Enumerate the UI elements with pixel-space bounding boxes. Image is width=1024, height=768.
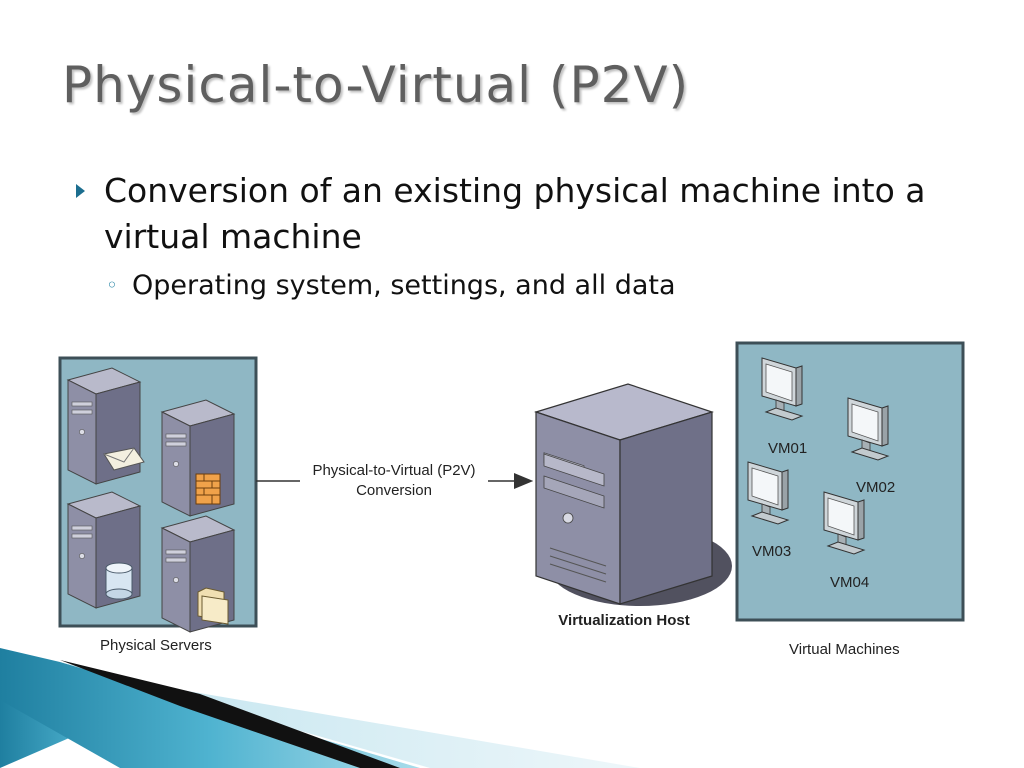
arrow-label-line2: Conversion [356,482,432,499]
sub-bullet-text: Operating system, settings, and all data [132,270,676,301]
p2v-diagram: Physical Servers Physical-to-Virtual (P2… [0,341,965,768]
sub-bullet-item: ◦ Operating system, settings, and all da… [72,268,952,304]
arrow-label-line1: Physical-to-Virtual (P2V) [312,462,475,479]
decorative-wave [0,648,640,768]
vm-label: VM03 [752,543,791,560]
bullet-list: Conversion of an existing physical machi… [72,168,952,304]
bullet-item: Conversion of an existing physical machi… [72,168,952,260]
virtual-machines-label: Virtual Machines [789,641,900,658]
sub-bullet-circle-icon: ◦ [106,273,118,297]
vm-label: VM04 [830,574,869,591]
firewall-icon [195,473,221,505]
folder-icon [197,587,229,625]
virtualization-host-server-icon [534,383,732,606]
bullet-text: Conversion of an existing physical machi… [104,171,926,256]
database-icon [105,562,133,600]
vm-label: VM02 [856,479,895,496]
physical-servers-label: Physical Servers [100,637,212,654]
bullet-triangle-icon [76,184,85,198]
virtualization-host-label: Virtualization Host [558,612,689,629]
slide-title: Physical-to-Virtual (P2V) [62,56,690,114]
server-icon [67,367,141,485]
vm-label: VM01 [768,440,807,457]
envelope-icon [103,447,145,471]
